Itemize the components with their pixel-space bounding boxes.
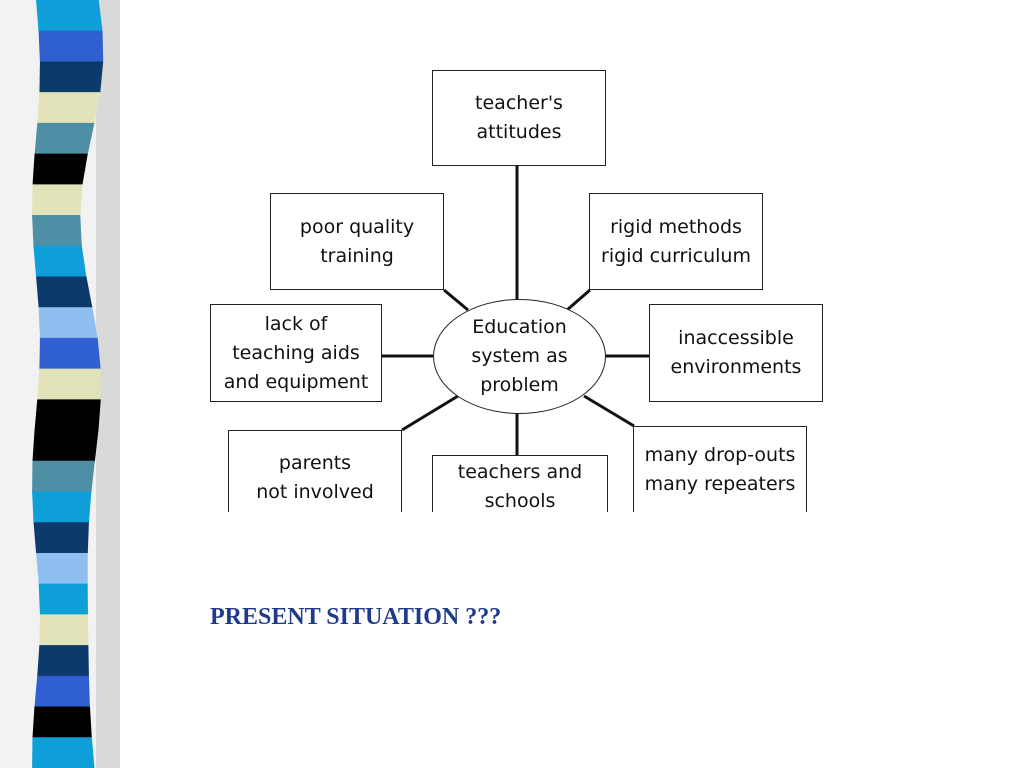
strip-band [36,552,88,585]
node-rigid-methods: rigid methods rigid curriculum [589,193,763,290]
strip-band [32,215,82,247]
strip-band [38,30,104,63]
decorative-side-strip [0,0,120,768]
strip-band [34,399,101,431]
strip-band [39,614,89,646]
strip-band [32,460,95,493]
strip-band [39,337,101,370]
strip-band [37,92,101,124]
strip-band [32,153,88,185]
slide-caption: PRESENT SITUATION ??? [210,604,502,630]
node-inaccessible-environments: inaccessible environments [649,304,823,402]
strip-band [33,522,89,554]
diagram-cutoff-mask [200,512,840,542]
strip-band [38,307,98,339]
strip-band [39,61,104,93]
strip-band [32,430,99,462]
strip-band [32,706,92,738]
strip-band [33,245,87,278]
node-teachers-attitudes: teacher's attitudes [432,70,606,166]
node-education-system: Education system as problem [433,299,606,414]
node-poor-quality-training: poor quality training [270,193,444,290]
strip-band [34,675,90,708]
strip-band [38,583,88,615]
strip-band [37,645,89,677]
strip-band [32,737,95,768]
strip-band [36,276,93,308]
node-lack-of-teaching-aids: lack of teaching aids and equipment [210,304,382,402]
strip-band [37,368,101,400]
strip-band [36,0,103,32]
strip-band [32,184,83,216]
strip-band [34,122,95,155]
strip-band [32,491,92,523]
